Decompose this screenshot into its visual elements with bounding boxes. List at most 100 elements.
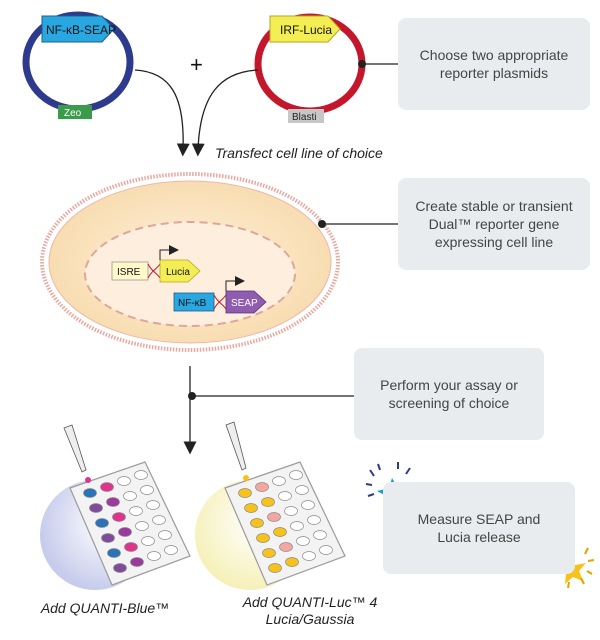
nfkb-box <box>173 292 215 312</box>
plate-well <box>101 533 115 543</box>
plate-well <box>267 512 281 522</box>
step-text-assay: Perform your assay or screening of choic… <box>380 377 518 411</box>
plate-well <box>158 530 172 540</box>
blasti-marker-label: Blasti <box>292 112 316 123</box>
plate-well <box>135 521 149 531</box>
plate-well <box>268 563 282 573</box>
promoter-arrow-1 <box>159 245 179 260</box>
plate-well <box>284 506 298 516</box>
isre-label: ISRE <box>117 267 141 278</box>
plate-well <box>89 503 103 513</box>
plate-well <box>123 491 137 501</box>
plate-well <box>272 476 286 486</box>
plate-well <box>273 527 287 537</box>
plate-well <box>140 485 154 495</box>
isre-box <box>111 261 149 281</box>
nfkb-label: NF-κB <box>178 298 207 309</box>
plate-well <box>130 557 144 567</box>
drop-blue <box>85 477 91 483</box>
plate-well <box>302 551 316 561</box>
connector-dot-assay <box>188 392 196 400</box>
plate-well <box>95 518 109 528</box>
plate-well <box>296 536 310 546</box>
plate-well <box>255 482 269 492</box>
zeo-marker <box>58 105 92 119</box>
plate-well <box>117 476 131 486</box>
plate-well <box>129 506 143 516</box>
caption-quanti-luc: Add QUANTI-Luc™ 4 Lucia/Gaussia <box>230 594 390 628</box>
plate-well <box>250 518 264 528</box>
seap-arrow <box>225 290 267 314</box>
plate-well <box>307 515 321 525</box>
plasmid-label-right: IRF-Lucia <box>280 23 332 37</box>
plate-well <box>278 491 292 501</box>
wells-blue <box>83 470 178 573</box>
promoter-arrow-2 <box>225 276 245 291</box>
connector-dot-create <box>318 220 326 228</box>
transfect-label: Transfect cell line of choice <box>215 145 383 161</box>
plate-quanti-blue <box>40 424 191 590</box>
plasmid-nfkb-seap: NF-κB-SEAP Zeo <box>22 11 134 119</box>
plate-well <box>238 488 252 498</box>
plate-well <box>290 521 304 531</box>
plate-well <box>301 500 315 510</box>
plate-well <box>106 497 120 507</box>
plate-well <box>289 470 303 480</box>
plate-well <box>147 551 161 561</box>
plasmid-label-arrow-right <box>269 15 341 43</box>
step-box-assay: Perform your assay or screening of choic… <box>354 348 544 440</box>
plate-quanti-luc <box>195 421 346 590</box>
wells-luc <box>238 470 333 573</box>
blasti-marker <box>288 109 324 123</box>
caption-quanti-luc-line2: Lucia/Gaussia <box>265 611 355 627</box>
step-text-choose: Choose two appropriate reporter plasmids <box>419 47 569 81</box>
plate-well <box>107 548 121 558</box>
plasmid-label-left: NF-κB-SEAP <box>46 23 116 37</box>
plate-well <box>261 497 275 507</box>
step-text-measure: Measure SEAP and Lucia release <box>417 511 541 545</box>
plate-well <box>83 488 97 498</box>
plate-well <box>141 536 155 546</box>
plasmid-irf-lucia: IRF-Lucia Blasti <box>254 13 366 123</box>
plate-well <box>112 512 126 522</box>
pipette-luc <box>225 421 247 471</box>
plate-well <box>313 530 327 540</box>
dna-helix-2 <box>213 294 227 310</box>
plate-well <box>285 557 299 567</box>
lucia-arrow <box>159 259 201 283</box>
plate-well <box>118 527 132 537</box>
step-box-choose: Choose two appropriate reporter plasmids <box>398 18 590 110</box>
plate-well <box>279 542 293 552</box>
plate-well <box>100 482 114 492</box>
lucia-label: Lucia <box>166 267 190 278</box>
connector-dot-choose <box>358 60 366 68</box>
plate-well <box>164 545 178 555</box>
plate-well <box>134 470 148 480</box>
plasmid-label-arrow-left <box>41 15 115 43</box>
arrow-right-plasmid <box>191 69 259 157</box>
zeo-marker-label: Zeo <box>64 108 82 119</box>
plate-well <box>256 533 270 543</box>
arrow-left-plasmid <box>134 69 190 157</box>
drop-luc <box>243 475 249 481</box>
plate-well <box>146 500 160 510</box>
cell-membrane-outer <box>40 172 340 352</box>
caption-quanti-blue: Add QUANTI-Blue™ <box>20 600 190 617</box>
dna-helix-1 <box>147 263 161 279</box>
plate-well <box>295 485 309 495</box>
step-text-create: Create stable or transient Dual™ reporte… <box>415 198 573 250</box>
plate-well <box>113 563 127 573</box>
caption-quanti-blue-text: Add QUANTI-Blue™ <box>40 600 170 616</box>
seap-label: SEAP <box>231 298 258 309</box>
plus-sign: + <box>190 52 203 77</box>
plate-well <box>152 515 166 525</box>
plate-well <box>262 548 276 558</box>
pipette-blue <box>63 424 87 473</box>
step-box-measure: Measure SEAP and Lucia release <box>383 482 575 574</box>
step-box-create: Create stable or transient Dual™ reporte… <box>398 178 590 270</box>
plate-well <box>319 545 333 555</box>
cell: ISRE Lucia NF-κB SEAP <box>40 172 340 352</box>
plate-well <box>244 503 258 513</box>
caption-quanti-luc-line1: Add QUANTI-Luc™ 4 <box>242 594 378 610</box>
plate-well <box>124 542 138 552</box>
